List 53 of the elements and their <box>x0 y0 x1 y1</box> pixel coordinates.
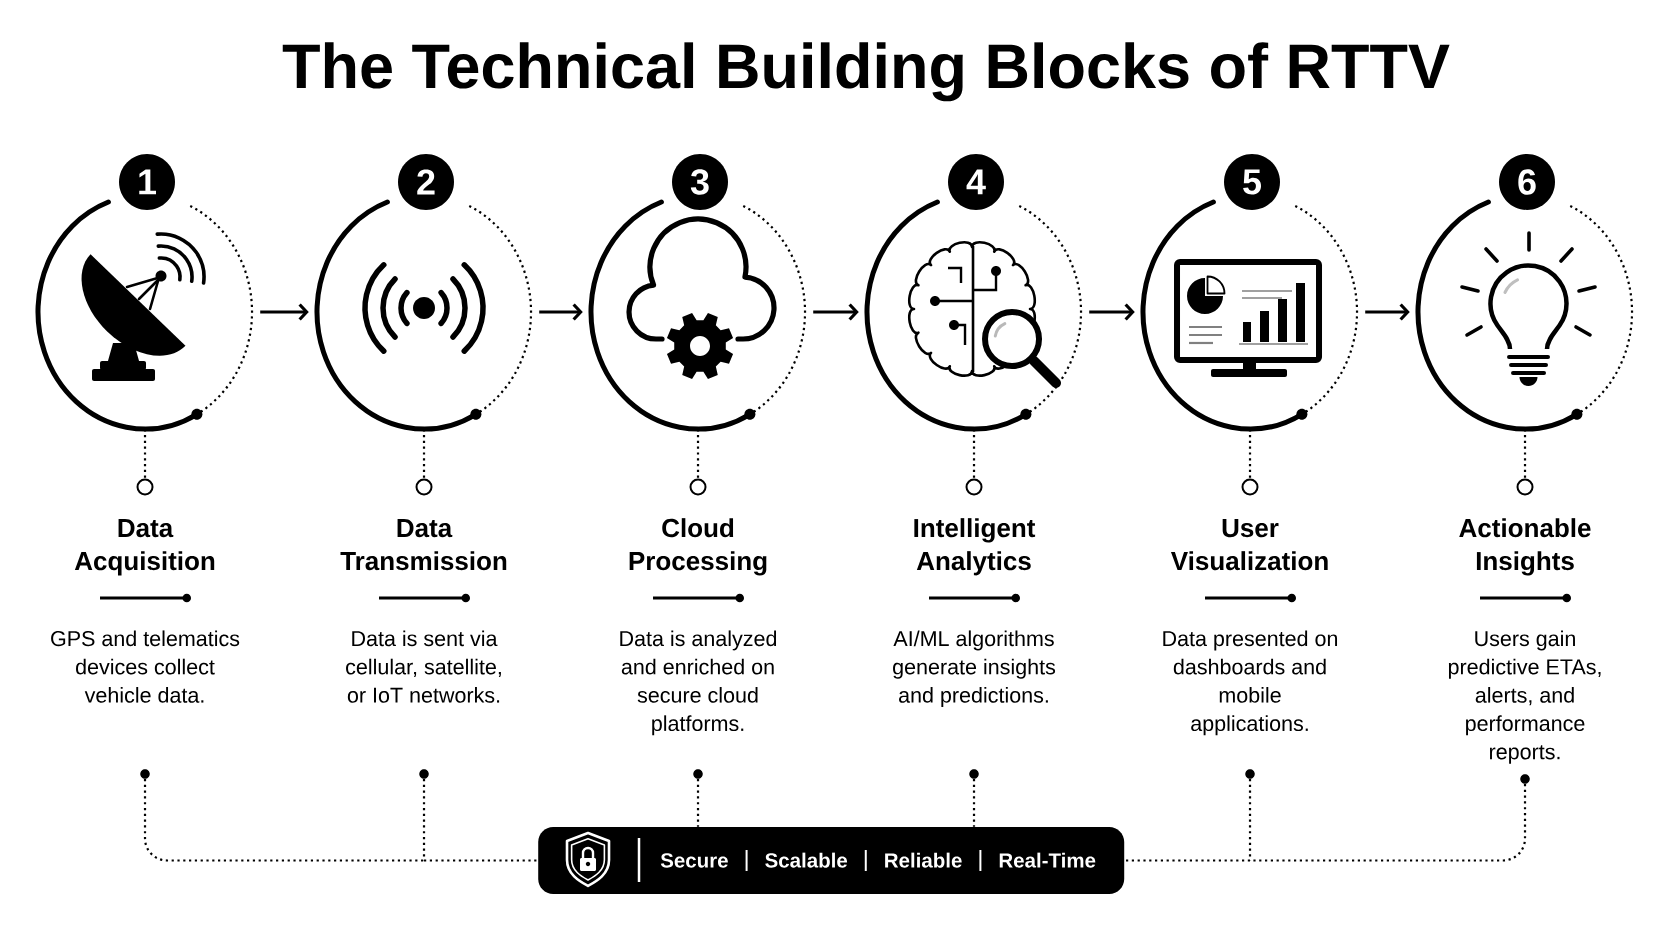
arrow <box>1365 303 1410 321</box>
number-badge: 4 <box>948 154 1004 210</box>
progress-ring <box>314 199 532 432</box>
step-heading: Intelligent Analytics <box>914 518 1036 576</box>
number-badge: 2 <box>398 154 454 210</box>
dotted-connector <box>424 859 538 862</box>
arrow <box>539 303 583 321</box>
step-heading: Data Transmission <box>340 519 507 571</box>
small-circle <box>689 478 707 496</box>
progress-ring <box>864 199 1082 432</box>
dotted-connector <box>1124 859 1250 862</box>
dotted-connector <box>1248 429 1252 479</box>
small-circle <box>1241 478 1259 496</box>
dotted-connector <box>1523 429 1527 479</box>
feature-label: Secure <box>660 853 728 868</box>
step-description: Data is sent via cellular, satellite, or IoT networks. <box>346 630 501 703</box>
progress-ring <box>1140 199 1358 432</box>
dotted-connector <box>1250 783 1527 862</box>
dotted-connector <box>143 429 147 479</box>
number-badge: 3 <box>672 154 728 210</box>
step-heading: Data Acquisition <box>74 519 215 576</box>
step-description: Data presented on dashboards and mobile applications. <box>1163 630 1337 736</box>
dotted-connector <box>972 429 976 479</box>
step-heading: Cloud Processing <box>629 518 767 576</box>
step-heading: User Visualization <box>1170 519 1328 571</box>
number-badge: 6 <box>1499 154 1555 210</box>
feature-label: Real-Time <box>999 852 1096 868</box>
dotted-connector <box>972 778 976 827</box>
number-badge: 1 <box>119 154 175 210</box>
arrow <box>813 303 859 321</box>
progress-ring <box>588 199 806 432</box>
arrow <box>1089 303 1135 321</box>
dotted-connector <box>422 429 426 479</box>
progress-ring <box>35 199 253 432</box>
feature-label: Scalable <box>765 852 848 868</box>
step-description: Users gain predictive ETAs, alerts, and performance reports. <box>1448 630 1601 764</box>
arrow <box>260 303 309 321</box>
progress-ring <box>1415 199 1633 432</box>
title: The Technical Building Blocks of RTTV <box>282 42 1450 102</box>
dotted-connector <box>696 778 700 827</box>
step-description: GPS and telematics devices collect vehicle data. <box>51 630 240 703</box>
small-circle <box>1516 478 1534 496</box>
step-description: Data is analyzed and enriched on secure cloud platforms. <box>620 630 777 736</box>
feature-label: Reliable <box>885 852 962 868</box>
step-heading: Actionable Insights <box>1459 518 1591 576</box>
number-badge: 5 <box>1224 154 1280 210</box>
dotted-connector <box>143 778 424 862</box>
feature-bar <box>538 827 1125 894</box>
step-description: AI/ML algorithms generate insights and predictions. <box>893 630 1056 708</box>
small-circle <box>965 478 983 496</box>
small-circle <box>136 478 154 496</box>
small-circle <box>415 478 433 496</box>
dotted-connector <box>696 429 700 479</box>
